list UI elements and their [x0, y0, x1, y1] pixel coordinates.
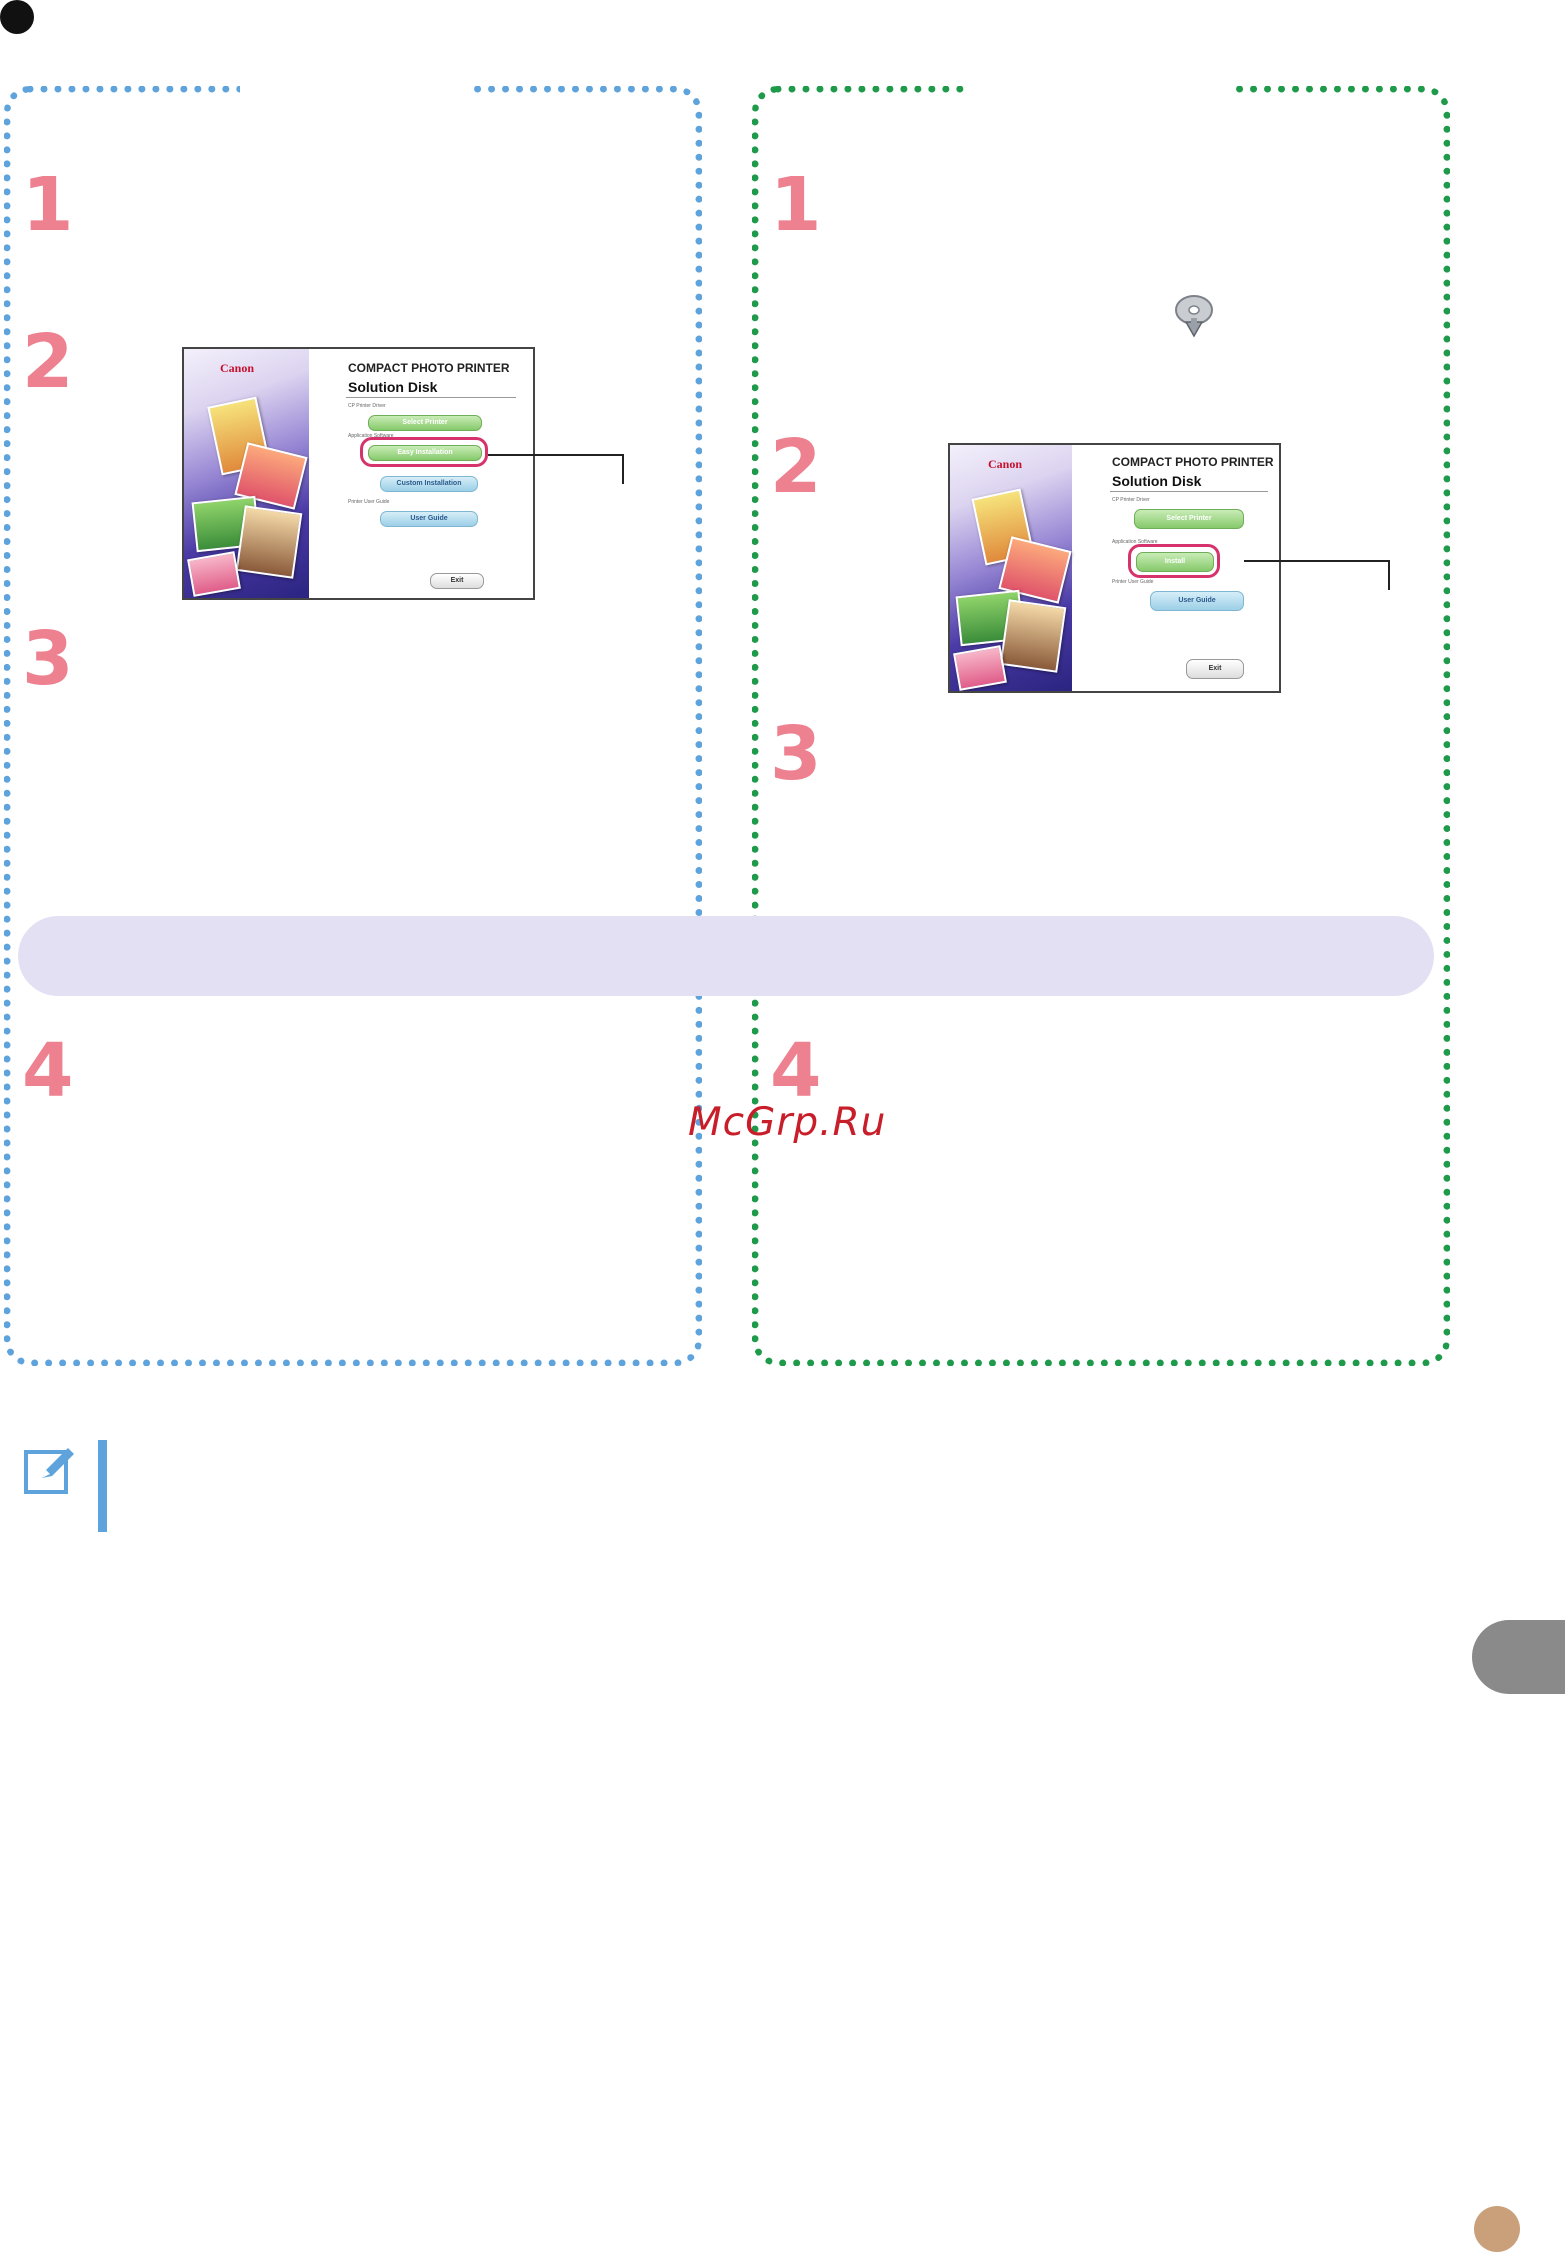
exit-button[interactable]: Exit: [430, 573, 484, 589]
shared-step-band: [18, 916, 1434, 996]
section-driver-label: CP Printer Driver: [348, 403, 386, 409]
mac-panel: [752, 86, 1450, 1366]
window-title-line2: Solution Disk: [1112, 473, 1202, 489]
section-app-label: Application Software: [1112, 539, 1158, 545]
window-title-line1: COMPACT PHOTO PRINTER: [1112, 455, 1274, 469]
note-bar: [98, 1440, 107, 1532]
page-number-dot: [1474, 2206, 1520, 2252]
section-driver-label: CP Printer Driver: [1112, 497, 1150, 503]
windows-solution-disk-window: Canon COMPACT PHOTO PRINTER Solution Dis…: [182, 347, 535, 600]
section-guide-label: Printer User Guide: [1112, 579, 1154, 585]
chapter-tab: [1472, 1620, 1565, 1694]
cover-photo: [235, 505, 303, 579]
mac-step-3: 3: [770, 711, 822, 797]
windows-step-3: 3: [22, 616, 74, 702]
window-title-line1: COMPACT PHOTO PRINTER: [348, 361, 510, 375]
mac-callout-line: [1244, 560, 1390, 562]
cover-photo: [953, 645, 1007, 691]
section-app-label: Application Software: [348, 433, 394, 439]
mac-panel-title-gap: [970, 78, 1232, 94]
custom-installation-button[interactable]: Custom Installation: [380, 476, 478, 492]
windows-panel: [4, 86, 702, 1366]
exit-button[interactable]: Exit: [1186, 659, 1244, 679]
windows-callout-line: [622, 454, 624, 484]
title-rule: [346, 397, 516, 398]
user-guide-button[interactable]: User Guide: [1150, 591, 1244, 611]
easy-installation-highlight: [360, 437, 488, 467]
brand-logo: Canon: [988, 457, 1023, 471]
title-rule: [1110, 491, 1268, 492]
select-printer-button[interactable]: Select Printer: [1134, 509, 1244, 529]
cd-installer-icon[interactable]: [1172, 292, 1218, 342]
brand-logo: Canon: [220, 361, 255, 375]
windows-panel-title-gap: [240, 78, 470, 94]
windows-step-2: 2: [22, 319, 74, 405]
mac-step-1: 1: [770, 162, 822, 248]
windows-step-4: 4: [22, 1028, 74, 1114]
windows-callout-line: [488, 454, 624, 456]
cover-photo: [187, 551, 241, 597]
mac-step-4: 4: [770, 1028, 822, 1114]
windows-cover-art: [184, 349, 309, 598]
user-guide-button[interactable]: User Guide: [380, 511, 478, 527]
mac-step-2: 2: [770, 424, 822, 510]
watermark: McGrp.Ru: [688, 1100, 887, 1145]
section-bullet: [0, 0, 34, 34]
install-button[interactable]: Install: [1136, 552, 1214, 572]
windows-step-1: 1: [22, 162, 74, 248]
mac-callout-line: [1388, 560, 1390, 590]
section-guide-label: Printer User Guide: [348, 499, 390, 505]
mac-cover-art: [950, 445, 1072, 691]
cover-photo: [999, 599, 1067, 673]
mac-solution-disk-window: Canon COMPACT PHOTO PRINTER Solution Dis…: [948, 443, 1281, 693]
pencil-note-icon: [24, 1448, 74, 1494]
select-printer-button[interactable]: Select Printer: [368, 415, 482, 431]
easy-installation-button[interactable]: Easy Installation: [368, 445, 482, 461]
install-highlight: [1128, 544, 1220, 578]
window-title-line2: Solution Disk: [348, 379, 438, 395]
